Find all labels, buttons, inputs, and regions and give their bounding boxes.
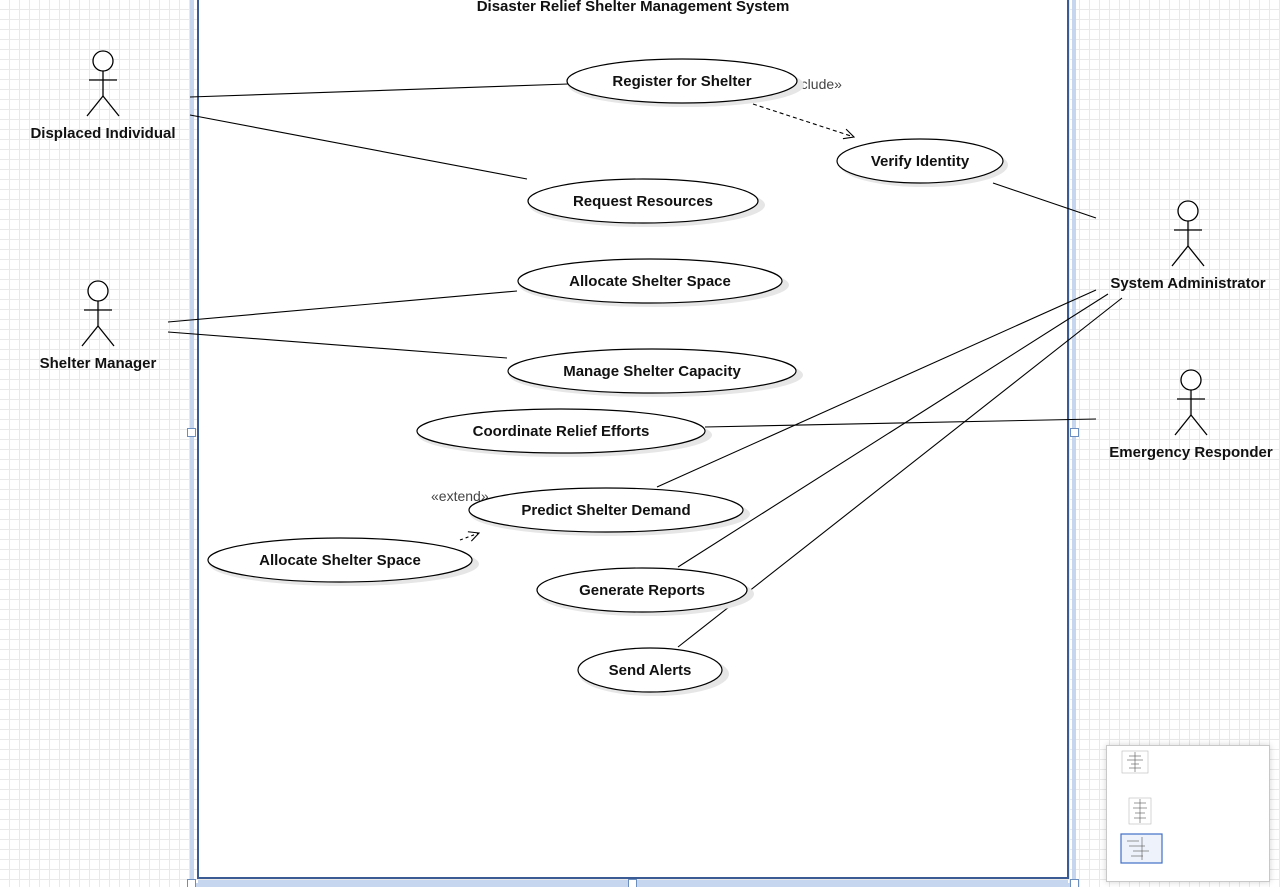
association-line[interactable] — [677, 293, 1109, 568]
actor-emergency-responder[interactable]: Emergency Responder — [1109, 369, 1273, 461]
actor-head — [87, 280, 109, 302]
use-case-predict-shelter-demand[interactable]: Predict Shelter Demand — [468, 487, 750, 536]
selection-handles[interactable] — [187, 428, 1079, 887]
use-case-label: Predict Shelter Demand — [521, 502, 690, 519]
use-case-request-resources[interactable]: Request Resources — [527, 178, 765, 227]
minimap-thumbnail — [1128, 797, 1152, 825]
use-case-label: Allocate Shelter Space — [259, 552, 421, 569]
association-lines — [167, 83, 1123, 648]
actor-label: Shelter Manager — [40, 355, 157, 372]
use-case-allocate-shelter-space-2[interactable]: Allocate Shelter Space — [207, 537, 479, 586]
actor-label: Emergency Responder — [1109, 444, 1273, 461]
minimap-thumbnail — [1121, 750, 1149, 774]
use-case-send-alerts[interactable]: Send Alerts — [577, 647, 729, 696]
use-case-label: Allocate Shelter Space — [569, 273, 731, 290]
association-line[interactable] — [189, 83, 569, 98]
use-case-label: Verify Identity — [871, 153, 970, 170]
resize-handle-bottom-right[interactable] — [1070, 879, 1079, 887]
actor-head — [92, 50, 114, 72]
use-case-coordinate-relief-efforts[interactable]: Coordinate Relief Efforts — [416, 408, 712, 457]
resize-handle-bottom-left[interactable] — [187, 879, 196, 887]
association-line[interactable] — [167, 290, 518, 323]
resize-handle-left[interactable] — [187, 428, 196, 437]
outline-minimap[interactable] — [1106, 745, 1270, 882]
association-line[interactable] — [992, 182, 1097, 219]
association-line[interactable] — [189, 114, 528, 180]
use-case-register-for-shelter[interactable]: Register for Shelter — [566, 58, 804, 107]
minimap-viewport[interactable] — [1120, 833, 1163, 864]
association-line[interactable] — [677, 297, 1123, 648]
extend-label: «extend» — [431, 488, 489, 504]
actor-head — [1177, 200, 1199, 222]
minimap-preview[interactable] — [1107, 746, 1269, 881]
use-case-label: Send Alerts — [609, 662, 692, 679]
use-case-verify-identity[interactable]: Verify Identity — [836, 138, 1008, 187]
use-case-manage-shelter-capacity[interactable]: Manage Shelter Capacity — [507, 348, 803, 397]
use-case-label: Request Resources — [573, 193, 713, 210]
extend-relation[interactable]: «extend» — [431, 488, 489, 540]
actor-head — [1180, 369, 1202, 391]
association-line[interactable] — [167, 331, 508, 359]
resize-handle-bottom[interactable] — [628, 879, 637, 887]
association-line[interactable] — [704, 418, 1097, 428]
actor-system-administrator[interactable]: System Administrator — [1110, 200, 1266, 292]
use-case-label: Coordinate Relief Efforts — [473, 423, 650, 440]
association-line[interactable] — [656, 289, 1097, 488]
actor-label: Displaced Individual — [30, 125, 175, 142]
actor-shelter-manager[interactable]: Shelter Manager — [40, 280, 157, 372]
use-case-label: Generate Reports — [579, 582, 705, 599]
actor-displaced-individual[interactable]: Displaced Individual — [30, 50, 176, 142]
actor-label: System Administrator — [1110, 275, 1265, 292]
system-title: Disaster Relief Shelter Management Syste… — [477, 0, 790, 15]
use-case-label: Manage Shelter Capacity — [563, 363, 741, 380]
use-case-label: Register for Shelter — [612, 73, 751, 90]
resize-handle-right[interactable] — [1070, 428, 1079, 437]
use-case-generate-reports[interactable]: Generate Reports — [536, 567, 754, 616]
use-case-allocate-shelter-space[interactable]: Allocate Shelter Space — [517, 258, 789, 307]
